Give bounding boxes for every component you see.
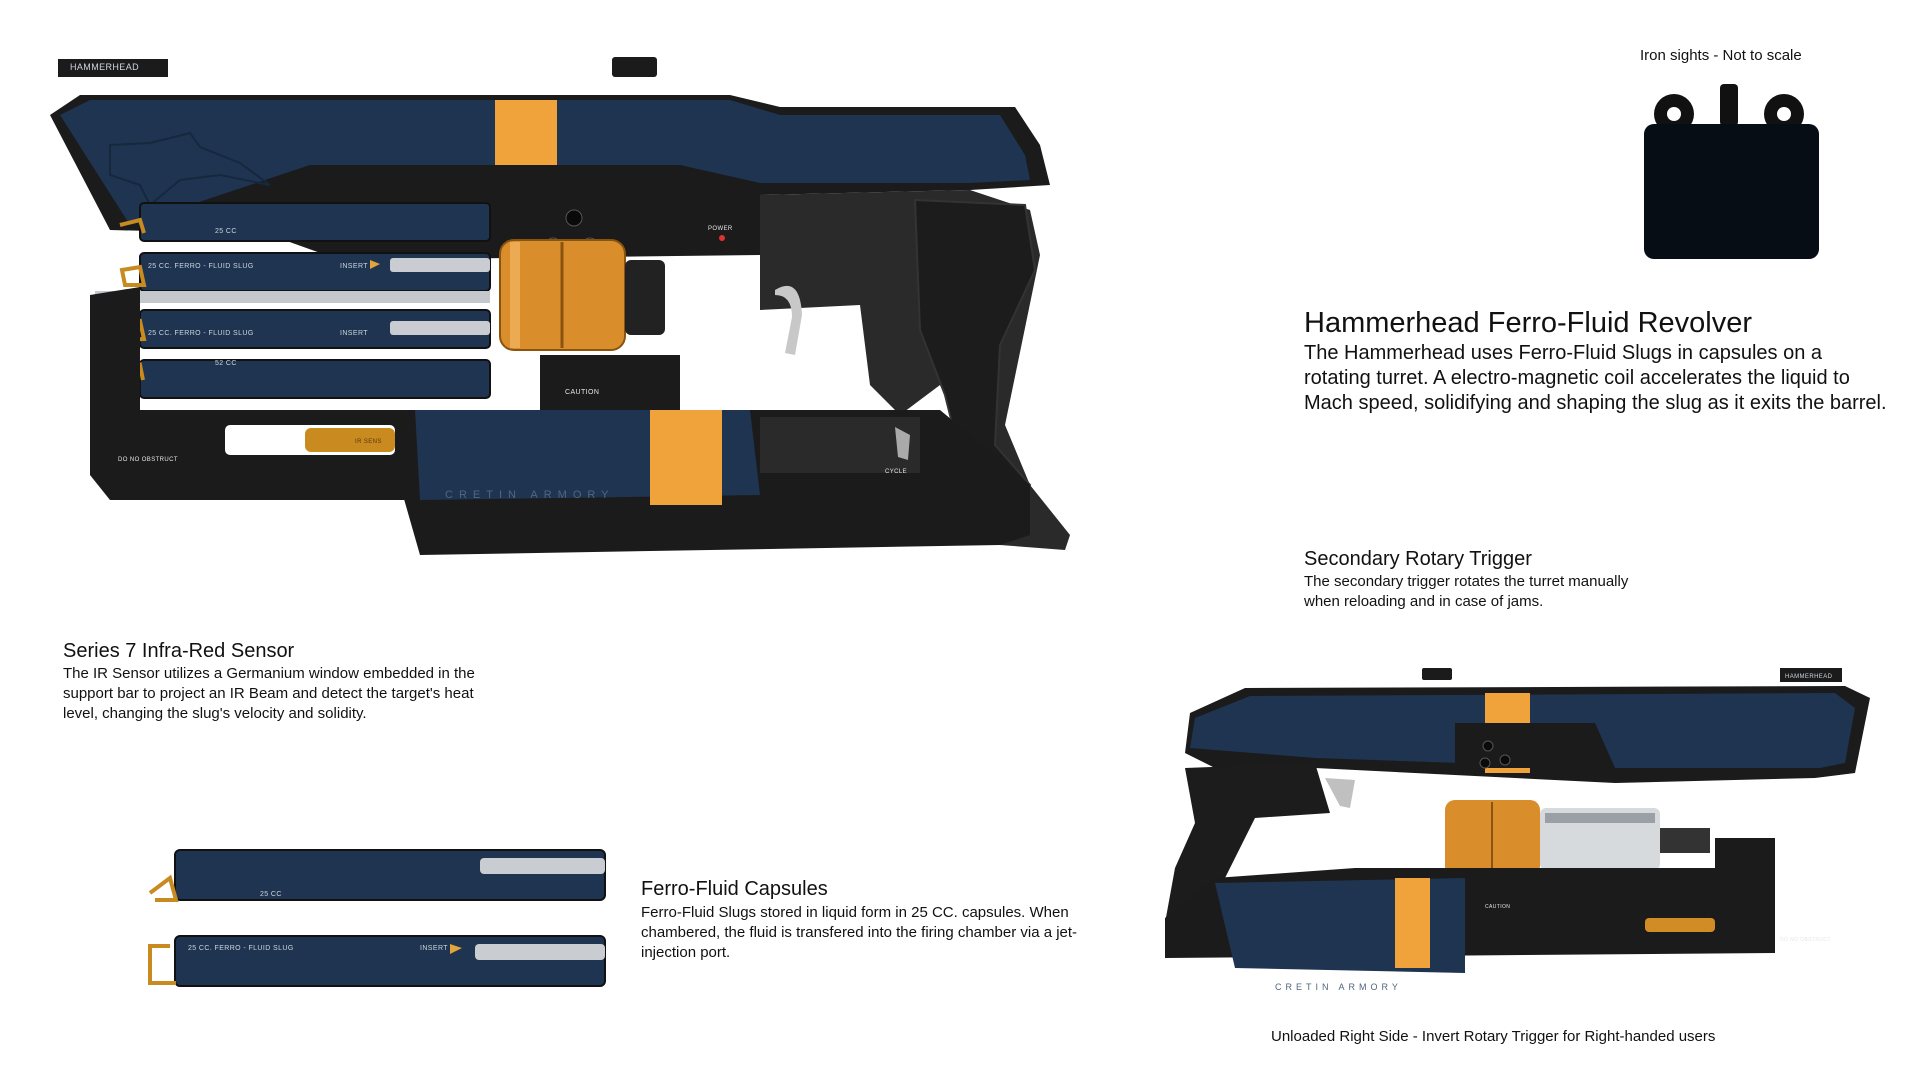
svg-text:25 CC. FERRO - FLUID SLUG: 25 CC. FERRO - FLUID SLUG [148,263,254,270]
iron-sights-caption: Iron sights - Not to scale [1640,47,1802,64]
caution-label: CAUTION [565,389,599,396]
svg-text:CAUTION: CAUTION [1485,904,1510,910]
capsules-description: Ferro-Fluid Slugs stored in liquid form … [641,904,1078,961]
svg-text:INSERT: INSERT [340,263,368,270]
svg-text:52 CC: 52 CC [215,360,237,367]
svg-text:INSERT: INSERT [420,945,448,952]
svg-text:INSERT: INSERT [340,330,368,337]
sensor-title: Series 7 Infra-Red Sensor [63,640,295,662]
hammerhead-logo-icon [109,131,271,207]
capsules-title: Ferro-Fluid Capsules [641,878,828,900]
capsule-detail-view: 25 CC 25 CC. FERRO - FLUID SLUG INSERT [148,849,606,987]
svg-text:CRETIN ARMORY: CRETIN ARMORY [1275,982,1402,992]
sensor-description: The IR Sensor utilizes a Germanium windo… [63,665,475,722]
svg-text:HAMMERHEAD: HAMMERHEAD [1785,674,1833,680]
brand-plate-label: HAMMERHEAD [70,62,139,72]
do-not-obstruct-label: DO NO OBSTRUCT [118,457,178,463]
svg-text:DO NO OBSTRUCT: DO NO OBSTRUCT [1780,937,1831,943]
svg-text:25 CC. FERRO - FLUID SLUG: 25 CC. FERRO - FLUID SLUG [188,945,294,952]
revolver-right-view: HAMMERHEAD CAUTION DO NO OBSTRUCT CRETIN… [1165,668,1870,992]
capsule-stack: 25 CC 25 CC. FERRO - FLUID SLUG INSERT 2… [95,202,491,399]
power-label: POWER [708,226,733,232]
trigger [775,285,802,355]
svg-text:25 CC: 25 CC [215,228,237,235]
right-side-caption: Unloaded Right Side - Invert Rotary Trig… [1271,1028,1716,1045]
svg-text:25 CC. FERRO - FLUID SLUG: 25 CC. FERRO - FLUID SLUG [148,330,254,337]
revolver-left-view: HAMMERHEAD POWER 25 CC 25 CC. FERRO - FL… [50,57,1070,555]
iron-sights-view [1644,84,1819,259]
svg-text:25 CC: 25 CC [260,891,282,898]
lower-orange-band [650,410,722,505]
trigger-description: The secondary trigger rotates the turret… [1304,573,1629,610]
page-title: Hammerhead Ferro-Fluid Revolver [1304,307,1753,339]
cycle-label: CYCLE [885,469,907,475]
svg-text:IR SENS: IR SENS [355,439,382,445]
armory-label: CRETIN ARMORY [445,489,614,501]
trigger-title: Secondary Rotary Trigger [1304,548,1532,570]
main-description: The Hammerhead uses Ferro-Fluid Slugs in… [1304,342,1887,414]
